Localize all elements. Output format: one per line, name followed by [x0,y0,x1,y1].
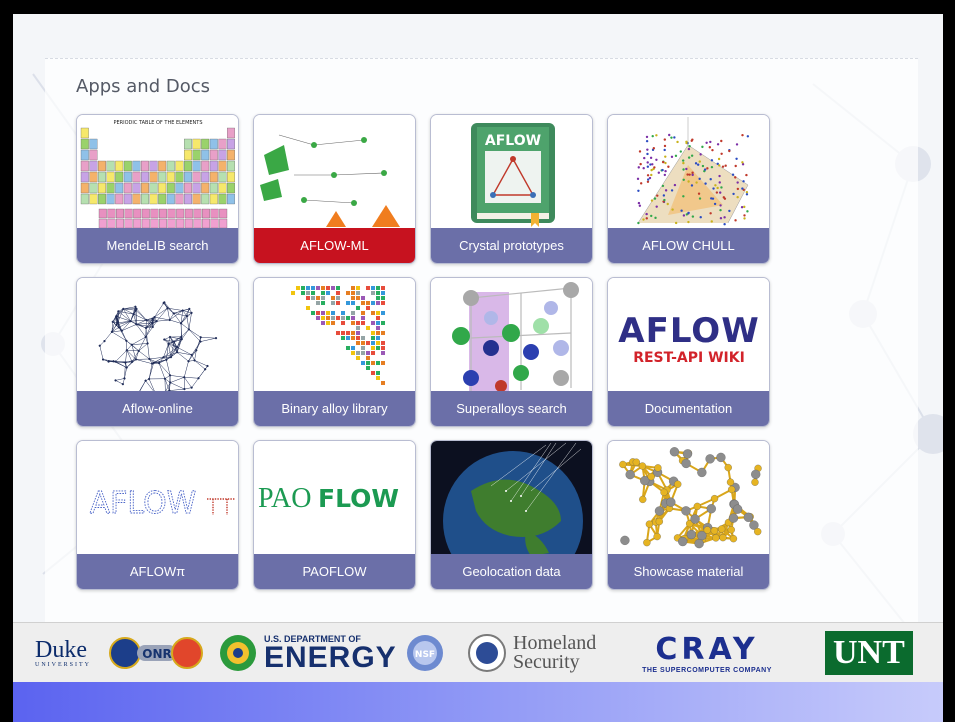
periodic-table-title: PERIODIC TABLE OF THE ELEMENTS [113,120,202,126]
app-tile-showcase[interactable]: Showcase material [607,440,770,590]
cray-tagline: THE SUPERCOMPUTER COMPANY [642,666,772,674]
doe-name: ENERGY [264,641,397,674]
unt-logo: UNT [825,623,913,683]
app-label: PAOFLOW [254,554,415,589]
app-label: Superalloys search [431,391,592,426]
app-label: Crystal prototypes [431,228,592,263]
nsf-name: NSF [415,650,435,660]
aflow-pi-logo-thumbnail: AFLOW [77,441,238,556]
rest-api-wiki-thumbnail: AFLOW REST-API WIKI [608,278,769,393]
paoflow-wordmark-b: FLOW [318,484,399,513]
app-tile-crystal-prototypes[interactable]: AFLOW Crystal prototypes [430,114,593,264]
onr-logo: ONR [109,623,205,683]
book-title: AFLOW [485,133,541,149]
periodic-table-thumbnail: PERIODIC TABLE OF THE ELEMENTS [77,115,238,230]
app-tile-paoflow[interactable]: PAO FLOW PAOFLOW [253,440,416,590]
doe-top: U.S. DEPARTMENT OF [264,634,361,644]
homeland-line2: Security [513,651,580,673]
section-title: Apps and Docs [76,76,210,97]
doc-subtitle: REST-API WIKI [633,350,745,366]
app-tile-aflow-ml[interactable]: AFLOW-ML [253,114,416,264]
app-tile-aflow-online[interactable]: Aflow-online [76,277,239,427]
alloy-matrix-thumbnail [254,278,415,393]
unt-name: UNT [825,631,913,675]
paoflow-wordmark-a: PAO [258,483,311,514]
bottom-band [13,682,943,722]
app-tile-aflow-chull[interactable]: AFLOW CHULL [607,114,770,264]
app-label: MendeLIB search [77,228,238,263]
globe-thumbnail [431,441,592,556]
app-label: AFLOW CHULL [608,228,769,263]
homeland-line1: Homeland [513,632,597,654]
app-label: AFLOW-ML [254,228,415,263]
app-tile-mendelib[interactable]: PERIODIC TABLE OF THE ELEMENTS MendeLIB … [76,114,239,264]
app-label: AFLOWπ [77,554,238,589]
convex-hull-thumbnail [608,115,769,230]
app-label: Documentation [608,391,769,426]
app-tile-superalloys[interactable]: Superalloys search [430,277,593,427]
onr-name: ONR [142,647,171,661]
crystal-structure-thumbnail [431,278,592,393]
aflow-pi-wordmark: AFLOW [90,486,197,521]
nsf-logo: NSF [405,623,445,683]
cray-name: CRAY [655,633,758,663]
app-tile-geolocation[interactable]: Geolocation data [430,440,593,590]
app-tile-aflow-pi[interactable]: AFLOW AFLOWπ [76,440,239,590]
duke-sub: UNIVERSITY [35,662,91,668]
aflow-book-thumbnail: AFLOW [431,115,592,230]
ml-diagram-thumbnail [254,115,415,230]
network-sphere-thumbnail [77,278,238,393]
app-label: Aflow-online [77,391,238,426]
app-tile-documentation[interactable]: AFLOW REST-API WIKI Documentation [607,277,770,427]
cray-logo: CRAY THE SUPERCOMPUTER COMPANY [629,623,785,683]
molecule-cluster-thumbnail [608,441,769,556]
app-tile-binary-alloy[interactable]: Binary alloy library [253,277,416,427]
app-label: Showcase material [608,554,769,589]
app-label: Binary alloy library [254,391,415,426]
duke-name: Duke [35,637,87,663]
doc-title: AFLOW [618,311,759,351]
paoflow-logo-thumbnail: PAO FLOW [254,441,415,556]
app-label: Geolocation data [431,554,592,589]
